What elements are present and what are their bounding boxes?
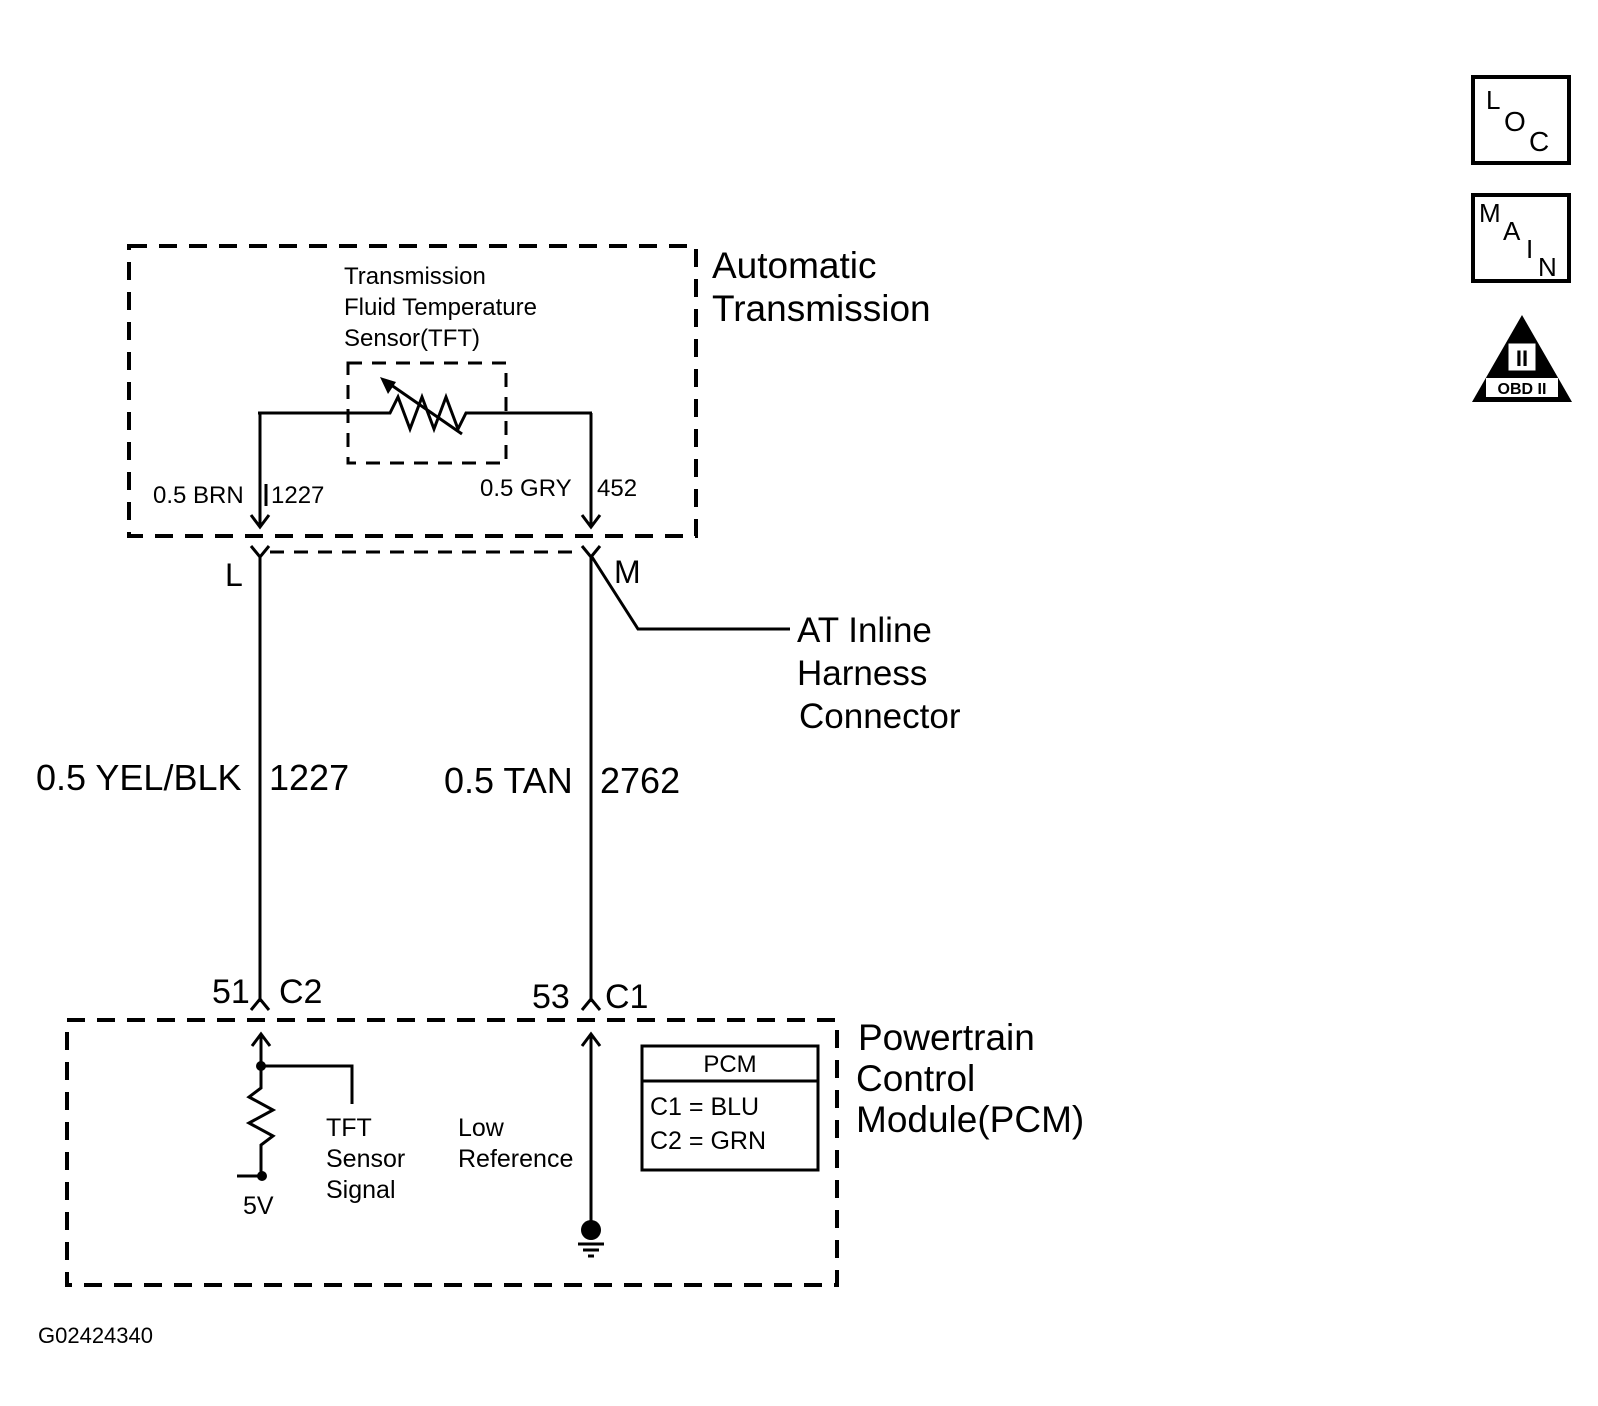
tan-circuit-label: 2762: [600, 760, 680, 801]
loc-icon-letter-l: L: [1486, 85, 1500, 115]
loc-icon[interactable]: L O C: [1471, 75, 1571, 165]
pcm-label-line2: Control: [856, 1058, 975, 1099]
gry-color-label: 0.5 GRY: [480, 475, 572, 502]
obd-icon-roman: II: [1516, 346, 1528, 371]
inline-connector-label-line3: Connector: [799, 697, 961, 736]
inline-connector-label-line1: AT Inline: [797, 611, 932, 650]
transmission-boundary: [127, 244, 698, 538]
pcm-left-connector: C2: [279, 973, 322, 1011]
main-icon-letter-n: N: [1538, 252, 1557, 282]
pcm-boundary: [65, 1018, 839, 1287]
pcm-right-pin: 53: [532, 978, 570, 1016]
loc-icon-letter-c: C: [1529, 126, 1549, 157]
yelblk-color-label: 0.5 YEL/BLK: [36, 757, 242, 798]
sensor-label-line2: Fluid Temperature: [344, 294, 537, 321]
pcm-connector-legend: PCM C1 = BLU C2 = GRN: [640, 1044, 820, 1172]
tft-signal-arrow-icon: [250, 1031, 272, 1047]
gry-circuit-label: 452: [597, 475, 637, 502]
obd-icon-text: OBD II: [1498, 381, 1547, 398]
brn-arrow-icon: [249, 514, 271, 530]
pcm-pin-53-icon: [580, 996, 602, 1011]
inline-connector-pin-m-icon: [580, 545, 602, 560]
transmission-label-line2: Transmission: [712, 288, 931, 329]
pcm-label-line3: Module(PCM): [856, 1099, 1084, 1140]
tft-signal-label-line2: Sensor: [326, 1145, 405, 1173]
sensor-label-line1: Transmission: [344, 263, 486, 290]
low-ref-label-line1: Low: [458, 1114, 505, 1142]
inline-pin-l: L: [225, 557, 243, 593]
inline-connector-leader: [590, 556, 790, 631]
thermistor-icon: [258, 377, 592, 436]
ground-icon: [578, 1242, 604, 1258]
inline-pin-m: M: [614, 554, 641, 590]
transmission-label-line1: Automatic: [712, 245, 877, 286]
pcm-right-connector: C1: [605, 978, 648, 1016]
gry-arrow-icon: [580, 514, 602, 530]
main-icon[interactable]: M A I N: [1471, 193, 1571, 283]
figure-id: G02424340: [38, 1323, 153, 1348]
pcm-voltage: 5V: [243, 1192, 274, 1220]
ground-dot-icon: [581, 1220, 601, 1240]
legend-title: PCM: [703, 1051, 756, 1078]
brn-circuit-label: 1227: [271, 482, 324, 509]
tft-signal-label-line1: TFT: [326, 1114, 372, 1142]
tft-signal-leader: [261, 1064, 354, 1104]
low-ref-arrow-icon: [580, 1031, 602, 1047]
yelblk-circuit-label: 1227: [269, 757, 349, 798]
obd-ii-icon[interactable]: II OBD II: [1472, 315, 1572, 402]
5v-junction-icon: [257, 1171, 267, 1181]
loc-icon-letter-o: O: [1504, 106, 1526, 137]
inline-connector-label-line2: Harness: [797, 654, 927, 693]
low-ref-label-line2: Reference: [458, 1145, 573, 1173]
brn-color-label: 0.5 BRN: [153, 482, 244, 509]
tan-color-label: 0.5 TAN: [444, 760, 573, 801]
pullup-resistor-icon: [245, 1066, 277, 1175]
legend-row-c1: C1 = BLU: [650, 1093, 759, 1121]
pcm-pin-51-icon: [249, 996, 271, 1011]
tft-signal-label-line3: Signal: [326, 1176, 396, 1204]
main-icon-letter-i: I: [1526, 234, 1533, 264]
pcm-label-line1: Powertrain: [858, 1017, 1035, 1058]
inline-connector-pin-l-icon: [249, 545, 271, 560]
main-icon-letter-a: A: [1503, 216, 1521, 246]
pcm-left-pin: 51: [212, 973, 250, 1011]
legend-row-c2: C2 = GRN: [650, 1127, 766, 1155]
main-icon-letter-m: M: [1479, 198, 1501, 228]
sensor-label-line3: Sensor(TFT): [344, 325, 480, 352]
